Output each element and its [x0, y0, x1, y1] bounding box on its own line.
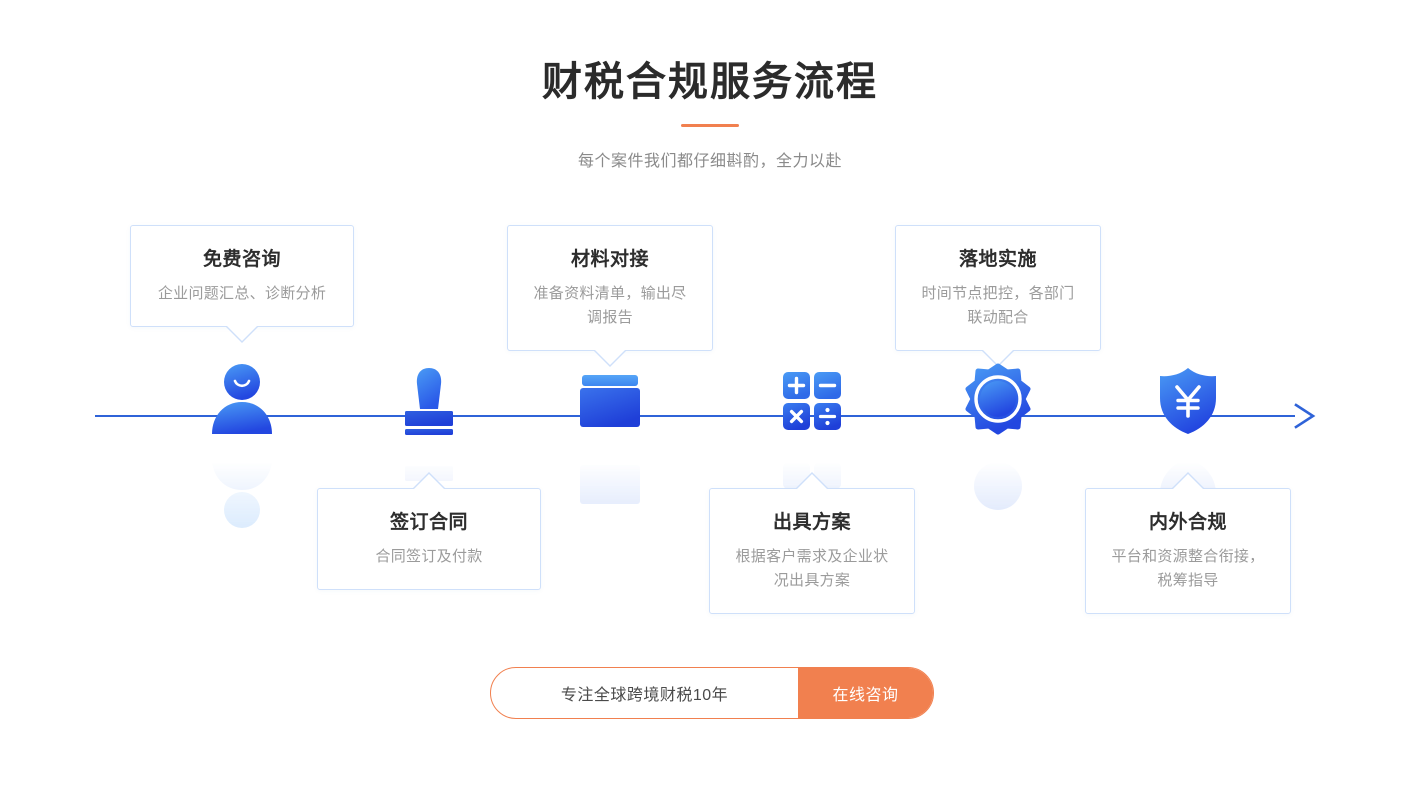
calculator-icon: [783, 372, 841, 430]
step-card-title: 材料对接: [570, 249, 649, 270]
timeline-step-6: 内外合规 平台和资源整合衔接，税筹指导: [1085, 0, 1291, 790]
step-card-desc: 合同签订及付款: [375, 547, 483, 565]
card-pointer-inner: [982, 348, 1014, 365]
step-card-title: 签订合同: [389, 512, 468, 533]
card-pointer-inner: [594, 348, 626, 365]
step-icon-wrap-1: [194, 362, 290, 528]
step-card-title: 出具方案: [772, 512, 851, 533]
folder-icon-reflection: [580, 465, 640, 504]
page-header: 财税合规服务流程 每个案件我们都仔细斟酌，全力以赴: [0, 0, 1420, 171]
step-icon-wrap-3: [562, 362, 658, 504]
card-pointer-inner: [1172, 474, 1204, 490]
step-icon-wrap-5: [950, 362, 1046, 510]
arrow-right-icon: [1294, 403, 1316, 429]
person-icon-reflection: [212, 458, 272, 528]
step-card-title: 落地实施: [958, 249, 1037, 270]
timeline-step-1: 免费咨询 企业问题汇总、诊断分析: [130, 0, 354, 790]
step-card-desc: 企业问题汇总、诊断分析: [157, 284, 327, 302]
step-card-desc: 平台和资源整合衔接，税筹指导: [1111, 547, 1265, 589]
step-card-desc: 根据客户需求及企业状况出具方案: [735, 547, 889, 589]
badge-gear-icon-reflection: [974, 462, 1022, 510]
timeline-axis: [95, 415, 1295, 417]
person-icon: [212, 364, 272, 434]
step-card-title: 内外合规: [1148, 512, 1227, 533]
badge-gear-icon: [965, 363, 1031, 435]
shield-yuan-icon: [1160, 368, 1216, 434]
title-divider: [681, 124, 739, 127]
step-card-4: 出具方案 根据客户需求及企业状况出具方案: [709, 472, 915, 614]
card-pointer-inner: [413, 474, 445, 490]
step-card-3: 材料对接 准备资料清单，输出尽调报告: [507, 225, 713, 367]
online-consult-button[interactable]: 在线咨询: [798, 668, 933, 718]
timeline-step-5: 落地实施 时间节点把控，各部门联动配合: [895, 0, 1101, 790]
step-card-title: 免费咨询: [202, 249, 281, 270]
step-card-desc: 准备资料清单，输出尽调报告: [533, 284, 687, 326]
card-pointer-inner: [226, 324, 258, 341]
timeline-step-3: 材料对接 准备资料清单，输出尽调报告: [507, 0, 713, 790]
timeline-step-4: 出具方案 根据客户需求及企业状况出具方案: [709, 0, 915, 790]
step-card-1: 免费咨询 企业问题汇总、诊断分析: [130, 225, 354, 343]
step-card-desc: 时间节点把控，各部门联动配合: [921, 284, 1075, 326]
page-subtitle: 每个案件我们都仔细斟酌，全力以赴: [577, 153, 842, 170]
step-card-6: 内外合规 平台和资源整合衔接，税筹指导: [1085, 472, 1291, 614]
folder-icon: [580, 375, 640, 427]
cta-slogan: 专注全球跨境财税10年: [560, 687, 729, 704]
cta-pill: 专注全球跨境财税10年 在线咨询: [490, 667, 934, 719]
step-card-2: 签订合同 合同签订及付款: [317, 472, 541, 590]
step-card-5: 落地实施 时间节点把控，各部门联动配合: [895, 225, 1101, 367]
card-pointer-inner: [796, 474, 828, 490]
stamp-icon: [405, 368, 453, 435]
timeline-step-2: 签订合同 合同签订及付款: [317, 0, 541, 790]
page-title: 财税合规服务流程: [542, 60, 878, 104]
